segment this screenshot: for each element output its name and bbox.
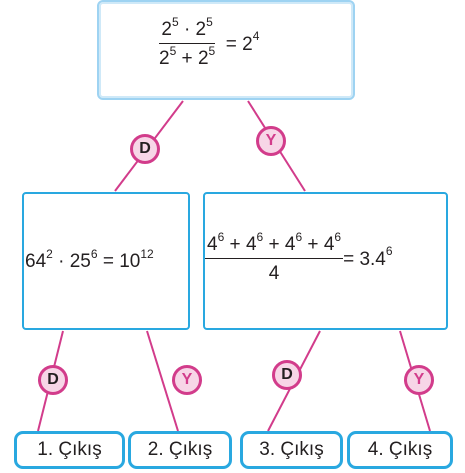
top-statement-box: 25 · 25 25 + 25 = 24: [97, 0, 355, 100]
right-fraction-denominator: 4: [268, 263, 280, 284]
left-formula: 642 · 256 = 1012: [25, 246, 154, 272]
right-fraction-numerator: 46 + 46 + 46 + 46: [205, 231, 344, 259]
top-formula: 25 · 25 25 + 25 = 24: [159, 16, 260, 70]
top-badge-y: Y: [256, 126, 286, 156]
left-badge-d: D: [38, 365, 68, 395]
right-statement-box: 46 + 46 + 46 + 46 4 = 3.46: [203, 192, 448, 330]
exit-3: 3. Çıkış: [240, 431, 343, 469]
right-badge-d: D: [272, 360, 302, 390]
right-formula: 46 + 46 + 46 + 46 4 = 3.46: [205, 231, 393, 285]
top-rhs: = 24: [225, 29, 260, 55]
top-fraction-denominator: 25 + 25: [159, 43, 216, 69]
top-fraction-numerator: 25 · 25: [159, 16, 216, 44]
left-badge-y: Y: [172, 365, 202, 395]
left-statement-box: 642 · 256 = 1012: [22, 192, 190, 330]
top-fraction: 25 · 25 25 + 25: [159, 16, 216, 70]
exit-1: 1. Çıkış: [14, 431, 125, 469]
right-rhs: = 3.46: [343, 244, 393, 270]
exit-2: 2. Çıkış: [128, 431, 232, 469]
right-badge-y: Y: [404, 365, 434, 395]
right-fraction: 46 + 46 + 46 + 46 4: [205, 231, 344, 285]
connector-left-y: [146, 330, 179, 432]
exit-4: 4. Çıkış: [347, 431, 453, 469]
top-badge-d: D: [130, 134, 160, 164]
